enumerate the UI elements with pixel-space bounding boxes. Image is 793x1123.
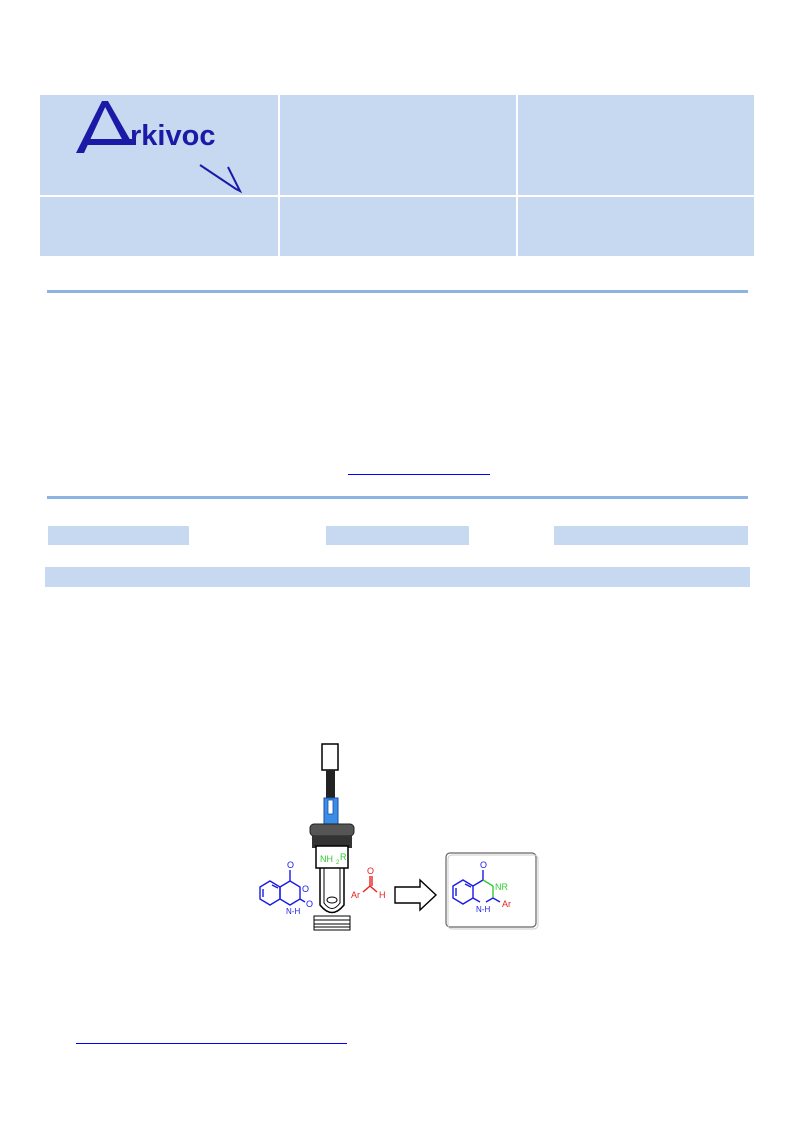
svg-text:Ar: Ar: [351, 890, 360, 900]
reagent-box: [315, 845, 349, 869]
header-cell: [518, 95, 754, 195]
reaction-tube: [319, 868, 345, 914]
header-cell: [280, 95, 516, 195]
svg-text:NR: NR: [495, 882, 508, 892]
doi-link[interactable]: [76, 1043, 347, 1044]
accepted-band: [326, 526, 469, 545]
quinazolinone-product: [452, 870, 484, 905]
header-cell: [280, 197, 516, 256]
isatoic-anhydride: [259, 870, 306, 906]
svg-text:R: R: [340, 852, 347, 862]
logo-text: rkivoc: [130, 120, 215, 152]
reactor-stem: [326, 770, 335, 798]
stir-plate: [313, 915, 351, 931]
product-box: [445, 852, 537, 928]
journal-header: rkivoc: [40, 95, 754, 256]
svg-text:H: H: [379, 890, 386, 900]
aldehyde: [362, 876, 378, 893]
svg-text:O: O: [367, 866, 374, 876]
published-band: [554, 526, 748, 545]
header-cell: [40, 197, 278, 256]
amine-label: NH: [320, 854, 333, 864]
reactor-cap: [321, 743, 339, 771]
svg-text:N-H: N-H: [286, 907, 300, 916]
logo-cell: rkivoc: [40, 95, 278, 195]
received-band: [48, 526, 189, 545]
reaction-arrow: [394, 878, 438, 912]
svg-text:Ar: Ar: [502, 899, 511, 909]
author-email-link[interactable]: [348, 474, 490, 475]
svg-text:O: O: [302, 884, 309, 894]
svg-text:2: 2: [336, 860, 340, 866]
graphical-abstract: NH 2 R O O O N-H Ar H O: [250, 740, 540, 935]
svg-text:O: O: [287, 860, 294, 870]
abstract-heading-bar: [45, 567, 750, 587]
svg-text:O: O: [306, 899, 313, 909]
header-cell: [518, 197, 754, 256]
reactor-collar: [309, 823, 355, 837]
section-rule: [47, 496, 748, 499]
reaction-scheme: NH 2 R O O O N-H Ar H O: [259, 743, 539, 931]
section-rule: [47, 290, 748, 293]
stir-bar: [326, 896, 338, 904]
svg-text:O: O: [480, 860, 487, 870]
svg-text:N-H: N-H: [476, 905, 490, 914]
arkivoc-logo: rkivoc: [76, 101, 243, 194]
